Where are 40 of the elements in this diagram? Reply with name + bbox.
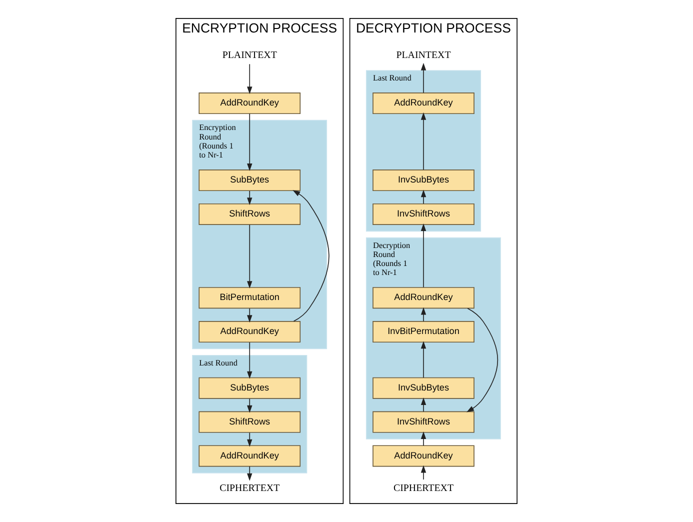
node-box: InvShiftRows: [372, 203, 474, 225]
node-box: SubBytes: [198, 377, 301, 399]
arrow: [247, 190, 252, 206]
node-box: AddRoundKey: [372, 92, 474, 114]
node-box: SubBytes: [198, 170, 301, 192]
node-text: PLAINTEXT: [396, 50, 451, 61]
arrow: [247, 398, 252, 413]
node-text: CIPHERTEXT: [220, 482, 280, 494]
arrow: [420, 465, 426, 480]
arrow: [420, 307, 426, 322]
node-box: AddRoundKey: [198, 321, 301, 343]
arrow: [466, 308, 498, 412]
node-box: AddRoundKey: [372, 445, 474, 467]
arrow: [247, 466, 252, 481]
node-box: InvBitPermutation: [372, 321, 474, 343]
node-box: ShiftRows: [198, 203, 301, 225]
node-box: AddRoundKey: [198, 92, 301, 114]
arrow: [247, 342, 252, 379]
arrow: [420, 224, 426, 288]
arrow: [420, 341, 426, 378]
node-box: InvSubBytes: [372, 377, 474, 399]
node-box: BitPermutation: [198, 287, 301, 309]
arrow: [420, 398, 426, 412]
node-text: CIPHERTEXT: [393, 482, 454, 494]
node-box: InvShiftRows: [372, 411, 474, 433]
arrow: [247, 308, 252, 323]
node-box: AddRoundKey: [198, 445, 301, 467]
arrow: [247, 64, 252, 94]
node-text: PLAINTEXT: [222, 50, 277, 61]
arrow: [292, 190, 330, 322]
arrow: [247, 432, 252, 447]
node-box: AddRoundKey: [372, 287, 474, 309]
arrow: [247, 224, 252, 289]
node-box: ShiftRows: [198, 411, 301, 433]
arrow: [247, 113, 252, 171]
arrow: [420, 112, 426, 170]
arrow: [420, 431, 426, 446]
node-box: InvSubBytes: [372, 170, 474, 192]
arrow: [420, 62, 426, 94]
arrow: [420, 190, 426, 204]
